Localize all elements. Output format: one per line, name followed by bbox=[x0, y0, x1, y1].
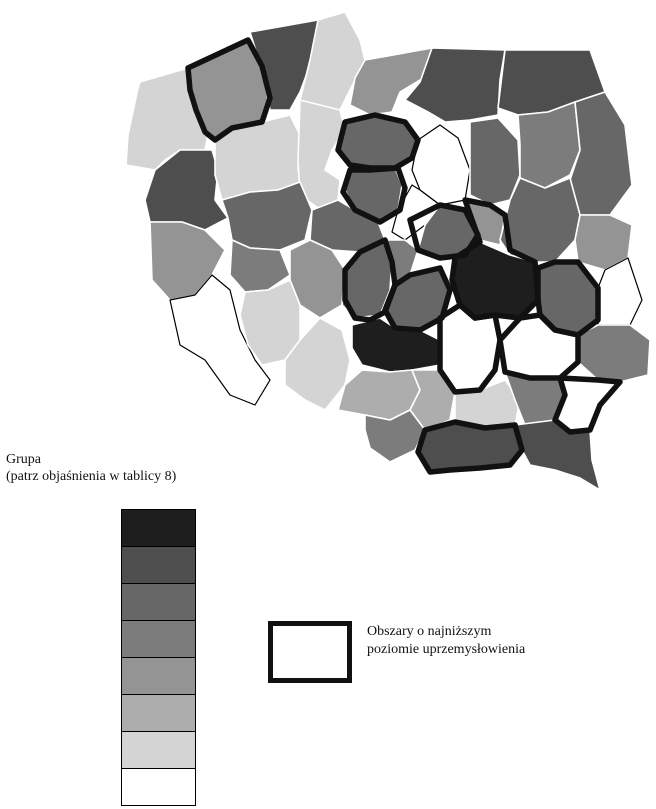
low-industrialization-outline bbox=[535, 259, 601, 338]
low-industrialization-outline bbox=[497, 312, 581, 381]
low-industrialization-outline bbox=[335, 112, 421, 171]
legend-swatch bbox=[121, 694, 196, 732]
legend-swatch bbox=[121, 509, 196, 547]
legend-swatch bbox=[121, 731, 196, 769]
legend-title-line1: Grupa bbox=[6, 452, 41, 467]
legend-title-line2: (patrz objaśnienia w tablicy 8) bbox=[6, 469, 177, 484]
legend-swatch bbox=[121, 620, 196, 658]
map-region bbox=[364, 409, 426, 463]
low-industrialization-label-line2: poziomie uprzemysłowienia bbox=[367, 642, 526, 657]
legend-swatch bbox=[121, 768, 196, 806]
low-industrialization-outline bbox=[185, 37, 273, 143]
low-industrialization-outline bbox=[340, 165, 408, 225]
low-industrialization-key-box bbox=[268, 621, 352, 683]
map-region bbox=[169, 274, 271, 406]
map-region bbox=[284, 317, 351, 411]
map-region bbox=[577, 324, 651, 383]
low-industrialization-outline bbox=[552, 375, 623, 435]
legend-swatch bbox=[121, 657, 196, 695]
map-region bbox=[569, 91, 633, 216]
low-industrialization-label: Obszary o najniższym poziomie uprzemysło… bbox=[367, 623, 525, 659]
legend-title: Grupa (patrz objaśnienia w tablicy 8) bbox=[6, 451, 176, 485]
low-industrialization-outline bbox=[415, 419, 525, 475]
low-industrialization-label-line1: Obszary o najniższym bbox=[367, 624, 492, 639]
legend-swatch bbox=[121, 546, 196, 584]
map-region bbox=[299, 11, 366, 111]
map-region bbox=[221, 181, 313, 251]
map-region bbox=[517, 101, 581, 189]
poland-map bbox=[125, 11, 651, 491]
legend-color-scale bbox=[121, 509, 196, 806]
map-region bbox=[469, 117, 521, 206]
map-region bbox=[229, 239, 291, 293]
low-industrialization-outline bbox=[449, 197, 541, 321]
legend-swatch bbox=[121, 583, 196, 621]
